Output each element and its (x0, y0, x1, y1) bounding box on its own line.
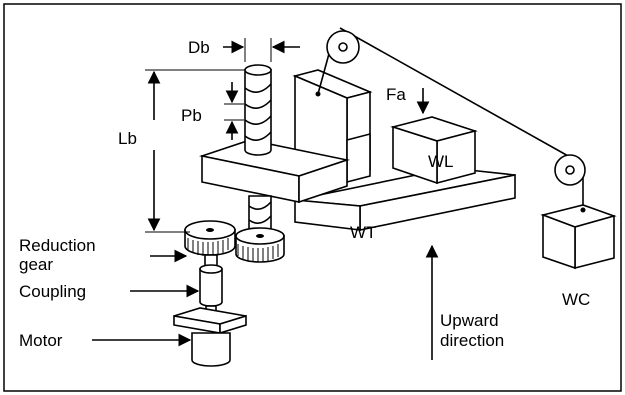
pb-dimension (224, 82, 244, 140)
column-arm (198, 139, 351, 204)
db-label: Db (188, 38, 210, 57)
wl-label: WL (428, 152, 454, 171)
coupling-label: Coupling (19, 282, 86, 301)
db-dimension (223, 38, 300, 62)
ball-screw-lower (248, 195, 272, 233)
upward-direction-label-line1: Upward (440, 311, 499, 330)
reduction-gear-label-line2: gear (19, 255, 53, 274)
lb-dimension (145, 69, 244, 233)
lb-label: Lb (118, 129, 137, 148)
column-lower (346, 132, 371, 184)
wc-label: WC (562, 290, 590, 309)
counterweight-wc (540, 204, 617, 270)
pb-label: Pb (181, 106, 202, 125)
pulley-system (315, 27, 586, 210)
diagram-frame (3, 3, 622, 392)
wt-label: WT (350, 223, 376, 242)
ball-screw-upper (244, 64, 272, 156)
reduction-gear-label-line1: Reduction (19, 236, 96, 255)
motor-assembly (173, 254, 247, 367)
reduction-gear (184, 220, 285, 263)
fa-label: Fa (386, 85, 406, 104)
motor-label: Motor (19, 331, 63, 350)
upward-direction-label-line2: direction (440, 331, 504, 350)
load-block-wl (390, 116, 478, 185)
